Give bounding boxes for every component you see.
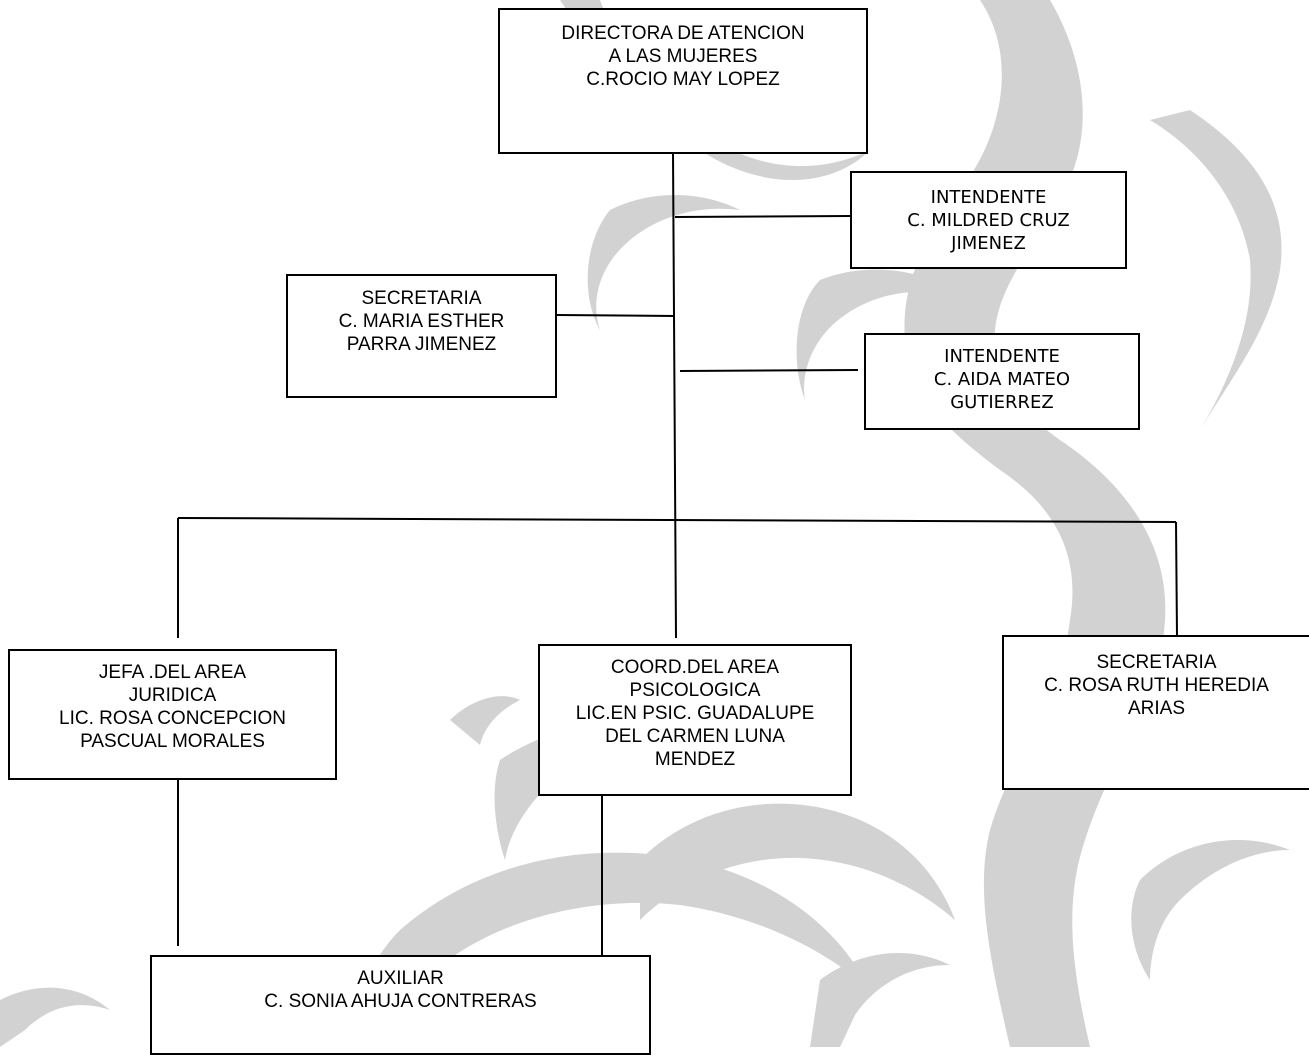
secretaria-1-box: SECRETARIA C. MARIA ESTHER PARRA JIMENEZ bbox=[286, 274, 557, 398]
secretaria-2-title: SECRETARIA bbox=[1096, 652, 1217, 673]
intendente-1-name-line-1: C. MILDRED CRUZ bbox=[907, 210, 1070, 231]
psicologica-title-line-1: COORD.DEL AREA bbox=[610, 657, 780, 678]
intendente-2-name-line-2: GUTIERREZ bbox=[950, 392, 1054, 413]
intendente-1-name-line-2: JIMENEZ bbox=[951, 233, 1026, 254]
juridica-name-line-1: LIC. ROSA CONCEPCION bbox=[59, 708, 286, 729]
intendente-2-box: INTENDENTE C. AIDA MATEO GUTIERREZ bbox=[864, 333, 1140, 430]
auxiliar-title: AUXILIAR bbox=[357, 968, 444, 989]
secretaria-2-box: SECRETARIA C. ROSA RUTH HEREDIA ARIAS bbox=[1002, 635, 1309, 790]
psicologica-name-line-1: LIC.EN PSIC. GUADALUPE bbox=[575, 703, 815, 724]
connector-secretaria-1 bbox=[556, 314, 676, 317]
director-box: DIRECTORA DE ATENCION A LAS MUJERES C.RO… bbox=[498, 8, 868, 154]
psicologica-name-line-2: DEL CARMEN LUNA bbox=[605, 726, 785, 747]
psicologica-name-line-3: MENDEZ bbox=[654, 749, 736, 770]
intendente-2-name-line-1: C. AIDA MATEO bbox=[933, 369, 1071, 390]
secretaria-1-name-line-1: C. MARIA ESTHER bbox=[338, 311, 505, 332]
juridica-title-line-1: JEFA .DEL AREA bbox=[98, 662, 247, 683]
psicologica-title-line-2: PSICOLOGICA bbox=[629, 680, 761, 701]
connector-main-trunk bbox=[672, 152, 677, 639]
auxiliar-name: C. SONIA AHUJA CONTRERAS bbox=[264, 991, 537, 1012]
juridica-name-line-2: PASCUAL MORALES bbox=[80, 731, 265, 752]
secretaria-1-title: SECRETARIA bbox=[361, 288, 482, 309]
intendente-2-title: INTENDENTE bbox=[944, 346, 1060, 367]
secretaria-1-name-line-2: PARRA JIMENEZ bbox=[346, 334, 497, 355]
intendente-1-title: INTENDENTE bbox=[930, 187, 1047, 208]
connector-drop-secretaria-2 bbox=[1175, 521, 1178, 637]
connector-horizontal-bus bbox=[177, 517, 1177, 523]
juridica-box: JEFA .DEL AREA JURIDICA LIC. ROSA CONCEP… bbox=[8, 649, 337, 780]
connector-intendente-1 bbox=[674, 215, 852, 218]
intendente-1-box: INTENDENTE C. MILDRED CRUZ JIMENEZ bbox=[850, 171, 1127, 269]
psicologica-box: COORD.DEL AREA PSICOLOGICA LIC.EN PSIC. … bbox=[538, 644, 852, 796]
connector-intendente-2 bbox=[679, 369, 859, 372]
juridica-title-line-2: JURIDICA bbox=[128, 685, 217, 706]
director-title-line-1: DIRECTORA DE ATENCION bbox=[561, 23, 805, 44]
secretaria-2-name-line-2: ARIAS bbox=[1127, 698, 1186, 719]
auxiliar-box: AUXILIAR C. SONIA AHUJA CONTRERAS bbox=[150, 955, 651, 1055]
director-name: C.ROCIO MAY LOPEZ bbox=[586, 69, 780, 90]
secretaria-2-name-line-1: C. ROSA RUTH HEREDIA bbox=[1044, 675, 1269, 696]
director-title-line-2: A LAS MUJERES bbox=[608, 46, 758, 67]
